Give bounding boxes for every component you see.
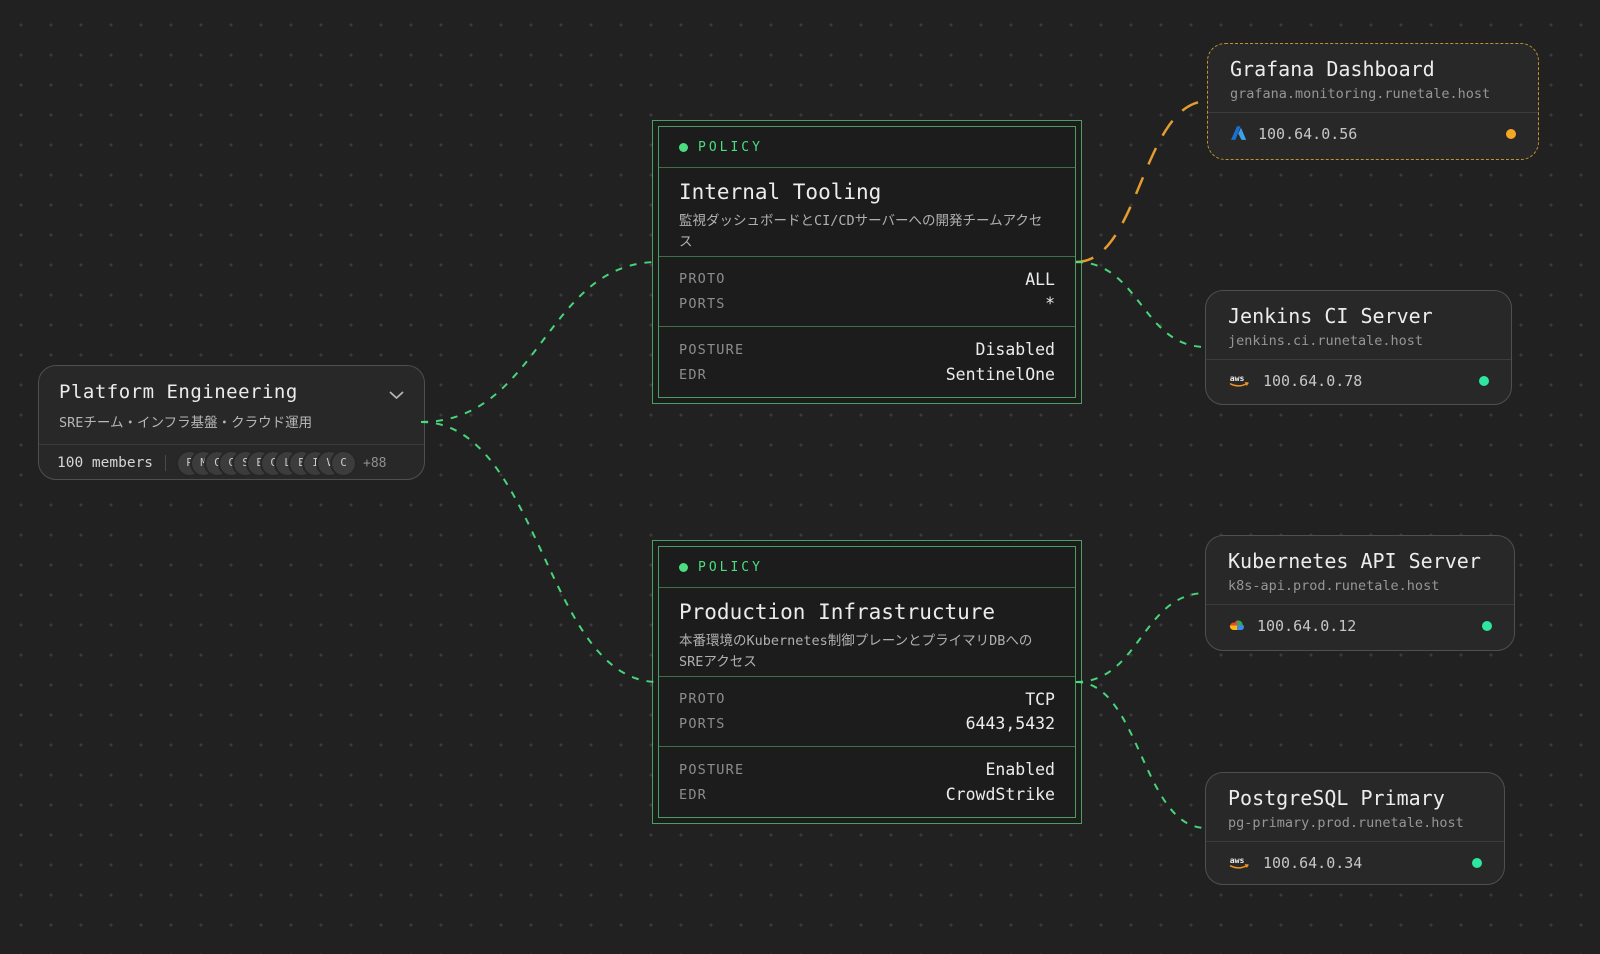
- host-hostname: grafana.monitoring.runetale.host: [1230, 86, 1491, 102]
- host-node-postgresql-primary[interactable]: PostgreSQL Primary pg-primary.prod.runet…: [1205, 772, 1505, 885]
- row-value: CrowdStrike: [945, 785, 1055, 804]
- host-hostname: k8s-api.prod.runetale.host: [1228, 578, 1440, 594]
- row-label: POSTURE: [679, 341, 745, 358]
- policy-row-ports: PORTS *: [679, 294, 1055, 313]
- host-header: Kubernetes API Server k8s-api.prod.runet…: [1206, 536, 1514, 604]
- aws-icon: aws: [1228, 373, 1252, 388]
- host-ip: 100.64.0.56: [1258, 124, 1358, 143]
- team-title: Platform Engineering: [59, 381, 298, 403]
- host-footer: 100.64.0.12: [1206, 604, 1514, 646]
- status-warning-dot-icon: [1506, 128, 1516, 139]
- row-label: EDR: [679, 786, 707, 803]
- policy-title: Internal Tooling: [679, 180, 882, 204]
- policy-card-inner: POLICY Internal Tooling 監視ダッシュボードとCI/CDサ…: [658, 126, 1076, 398]
- host-ip: 100.64.0.12: [1257, 616, 1357, 635]
- row-value: TCP: [1025, 689, 1055, 709]
- host-title: PostgreSQL Primary: [1228, 786, 1445, 810]
- row-label: PORTS: [679, 715, 726, 732]
- host-hostname: pg-primary.prod.runetale.host: [1228, 815, 1464, 831]
- row-value: ALL: [1025, 269, 1055, 289]
- host-footer: 100.64.0.56: [1208, 112, 1538, 154]
- policy-title-section: Production Infrastructure 本番環境のKubernete…: [659, 588, 1075, 677]
- team-members-count: 100 members: [57, 455, 154, 471]
- policy-badge: POLICY: [698, 139, 763, 155]
- row-value: *: [1045, 294, 1055, 314]
- status-online-dot-icon: [1472, 857, 1482, 868]
- aws-icon: aws: [1228, 855, 1252, 870]
- row-label: EDR: [679, 366, 707, 383]
- host-node-grafana-dashboard[interactable]: Grafana Dashboard grafana.monitoring.run…: [1207, 43, 1539, 160]
- edge-team-to-policy-production: [420, 421, 659, 683]
- host-node-kubernetes-api-server[interactable]: Kubernetes API Server k8s-api.prod.runet…: [1205, 535, 1515, 651]
- avatar[interactable]: C: [332, 451, 356, 475]
- team-node-platform-engineering[interactable]: Platform Engineering SREチーム・インフラ基盤・クラウド運…: [38, 365, 425, 480]
- row-label: PROTO: [679, 691, 726, 708]
- host-title: Grafana Dashboard: [1230, 57, 1435, 81]
- host-header: Grafana Dashboard grafana.monitoring.run…: [1208, 44, 1538, 112]
- row-value: 6443,5432: [965, 714, 1055, 734]
- policy-card-inner: POLICY Production Infrastructure 本番環境のKu…: [658, 546, 1076, 818]
- policy-security-section: POSTURE Enabled EDR CrowdStrike: [659, 747, 1075, 817]
- row-label: POSTURE: [679, 761, 745, 778]
- edge-policy-production-to-postgres: [1075, 681, 1207, 829]
- host-header: Jenkins CI Server jenkins.ci.runetale.ho…: [1206, 291, 1511, 359]
- edge-policy-internal-to-grafana: [1075, 99, 1209, 264]
- vertical-divider: [165, 455, 167, 471]
- member-avatars[interactable]: P M G C S E C L B I V C: [178, 451, 356, 475]
- row-label: PROTO: [679, 271, 726, 288]
- status-online-dot-icon: [1482, 620, 1492, 631]
- gcp-icon: [1228, 618, 1246, 633]
- policy-status-dot-icon: [679, 142, 688, 152]
- status-online-dot-icon: [1479, 375, 1489, 386]
- team-members-row: 100 members P M G C S E C L B I V C +88: [39, 444, 424, 479]
- policy-header: POLICY: [659, 127, 1075, 168]
- row-value: SentinelOne: [945, 365, 1055, 384]
- host-hostname: jenkins.ci.runetale.host: [1228, 333, 1424, 349]
- policy-title: Production Infrastructure: [679, 600, 996, 624]
- host-node-jenkins-ci-server[interactable]: Jenkins CI Server jenkins.ci.runetale.ho…: [1205, 290, 1512, 405]
- policy-title-section: Internal Tooling 監視ダッシュボードとCI/CDサーバーへの開発…: [659, 168, 1075, 257]
- policy-row-edr: EDR CrowdStrike: [679, 785, 1055, 804]
- policy-description: 監視ダッシュボードとCI/CDサーバーへの開発チームアクセス: [679, 213, 1043, 250]
- policy-row-posture: POSTURE Enabled: [679, 760, 1055, 779]
- policy-badge: POLICY: [698, 559, 763, 575]
- host-ip: 100.64.0.34: [1263, 853, 1363, 872]
- host-footer: aws 100.64.0.34: [1206, 841, 1504, 883]
- policy-protocol-section: PROTO ALL PORTS *: [659, 257, 1075, 327]
- policy-row-proto: PROTO TCP: [679, 690, 1055, 709]
- policy-status-dot-icon: [679, 562, 688, 572]
- host-title: Kubernetes API Server: [1228, 549, 1481, 573]
- edge-policy-internal-to-jenkins: [1075, 261, 1207, 348]
- team-node-header: Platform Engineering SREチーム・インフラ基盤・クラウド運…: [39, 366, 424, 444]
- chevron-down-icon[interactable]: [389, 391, 404, 400]
- row-value: Disabled: [975, 340, 1055, 359]
- policy-header: POLICY: [659, 547, 1075, 588]
- team-subtitle: SREチーム・インフラ基盤・クラウド運用: [59, 415, 313, 431]
- policy-row-edr: EDR SentinelOne: [679, 365, 1055, 384]
- edge-policy-production-to-k8s: [1075, 592, 1207, 683]
- policy-row-posture: POSTURE Disabled: [679, 340, 1055, 359]
- azure-icon: [1230, 126, 1247, 141]
- row-value: Enabled: [985, 760, 1055, 779]
- policy-description: 本番環境のKubernetes制御プレーンとプライマリDBへのSREアクセス: [679, 633, 1033, 670]
- svg-text:aws: aws: [1230, 373, 1245, 383]
- policy-row-proto: PROTO ALL: [679, 270, 1055, 289]
- host-footer: aws 100.64.0.78: [1206, 359, 1511, 401]
- host-header: PostgreSQL Primary pg-primary.prod.runet…: [1206, 773, 1504, 841]
- row-label: PORTS: [679, 295, 726, 312]
- edge-team-to-policy-internal: [420, 261, 659, 423]
- policy-protocol-section: PROTO TCP PORTS 6443,5432: [659, 677, 1075, 747]
- svg-text:aws: aws: [1230, 855, 1245, 865]
- policy-card-production-infrastructure[interactable]: POLICY Production Infrastructure 本番環境のKu…: [652, 540, 1082, 824]
- host-ip: 100.64.0.78: [1263, 371, 1363, 390]
- avatar-overflow-count: +88: [363, 455, 387, 471]
- policy-row-ports: PORTS 6443,5432: [679, 714, 1055, 733]
- policy-card-internal-tooling[interactable]: POLICY Internal Tooling 監視ダッシュボードとCI/CDサ…: [652, 120, 1082, 404]
- policy-security-section: POSTURE Disabled EDR SentinelOne: [659, 327, 1075, 397]
- host-title: Jenkins CI Server: [1228, 304, 1433, 328]
